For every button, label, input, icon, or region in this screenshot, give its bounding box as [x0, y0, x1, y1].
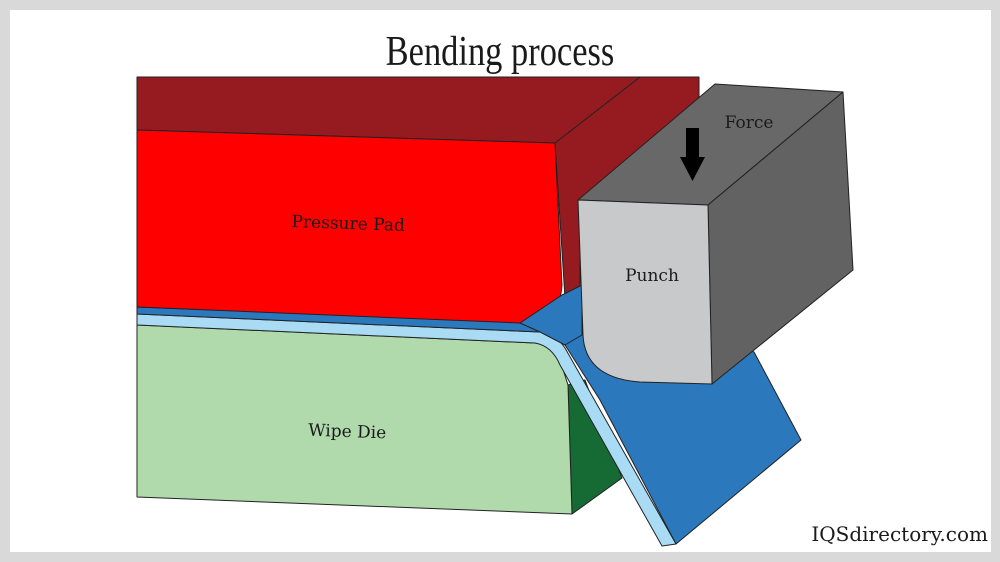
pressure-pad-label: Pressure Pad: [291, 212, 405, 236]
punch-label: Punch: [625, 266, 679, 286]
diagram-title: Bending process: [385, 29, 615, 75]
wipe-die-label: Wipe Die: [308, 421, 387, 444]
watermark-text: IQSdirectory.com: [811, 522, 988, 546]
down-arrow-icon: [680, 128, 705, 181]
force-label: Force: [725, 113, 774, 133]
sheet-metal-bend: [519, 284, 583, 346]
wipe-die-front: [136, 324, 573, 515]
punch-front: [577, 199, 713, 385]
